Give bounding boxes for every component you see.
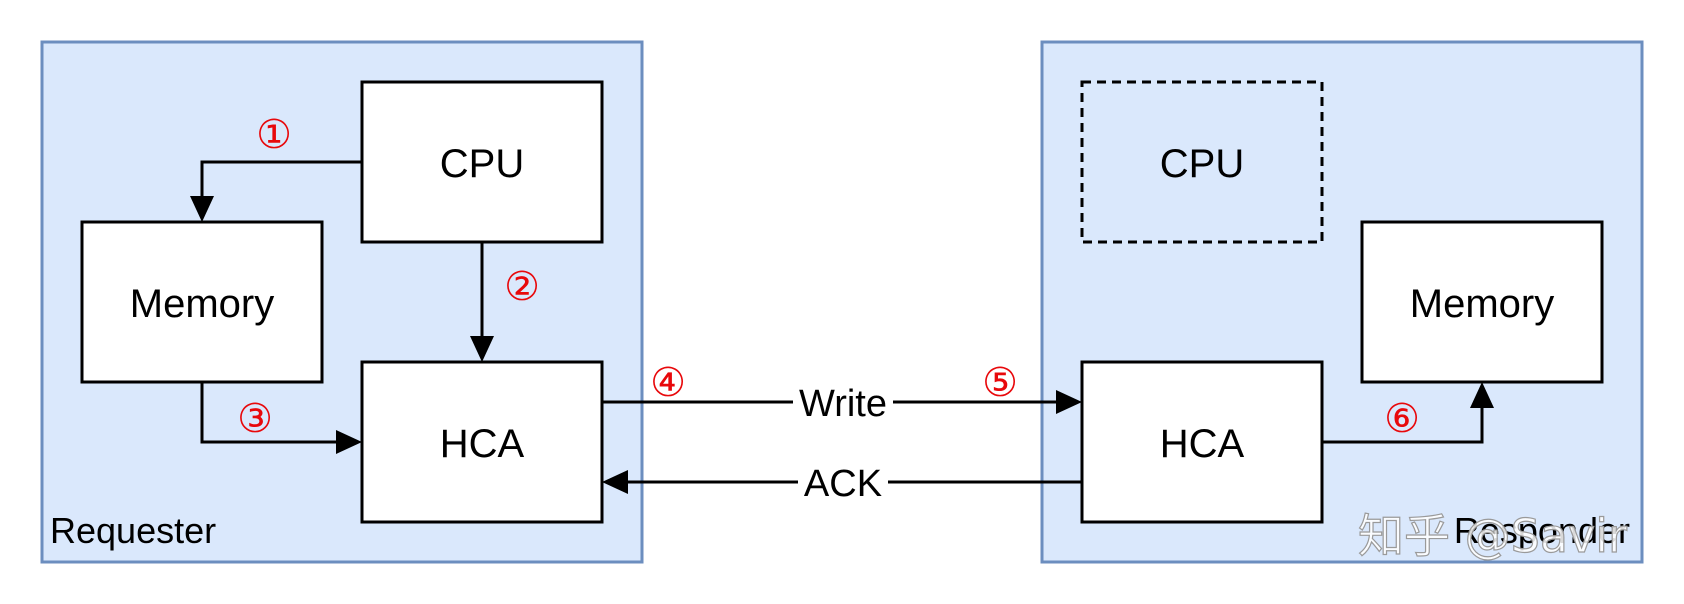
responder-memory-label: Memory: [1410, 282, 1554, 326]
write-label-bg: [793, 384, 893, 422]
responder-label: Responder: [1454, 510, 1630, 551]
arrowhead-hca-to-memory: [1470, 382, 1494, 408]
watermark: 知乎 @Savir: [1358, 509, 1627, 563]
requester-hca-label: HCA: [440, 422, 525, 466]
step-4-label: ④: [650, 360, 686, 406]
ack-label: ACK: [804, 463, 882, 505]
arrowhead-write: [1056, 390, 1082, 414]
arrowhead-memory-to-hca: [336, 430, 362, 454]
requester-memory-label: Memory: [130, 282, 274, 326]
step-2-label: ②: [504, 264, 540, 310]
edge-hca-to-memory: [1322, 406, 1484, 444]
responder-cpu-label: CPU: [1160, 142, 1244, 186]
step-3-label: ③: [237, 396, 273, 442]
edge-memory-to-hca: [200, 382, 338, 444]
step-1-label: ①: [256, 112, 292, 158]
step-6-label: ⑥: [1384, 396, 1420, 442]
requester-label: Requester: [50, 510, 216, 551]
requester-cpu-box: [360, 80, 604, 244]
arrowhead-cpu-to-memory: [190, 196, 214, 222]
responder-memory-box: [1360, 220, 1604, 384]
arrowhead-cpu-to-hca: [470, 336, 494, 362]
responder-cpu-box: [1080, 80, 1324, 244]
step-5-label: ⑤: [982, 360, 1018, 406]
responder-hca-label: HCA: [1160, 422, 1245, 466]
requester-hca-box: [360, 360, 604, 524]
requester-cpu-label: CPU: [440, 142, 524, 186]
arrowhead-ack: [602, 470, 628, 494]
edge-cpu-to-memory: [200, 160, 362, 198]
write-label: Write: [799, 383, 887, 425]
ack-label-bg: [798, 464, 888, 502]
